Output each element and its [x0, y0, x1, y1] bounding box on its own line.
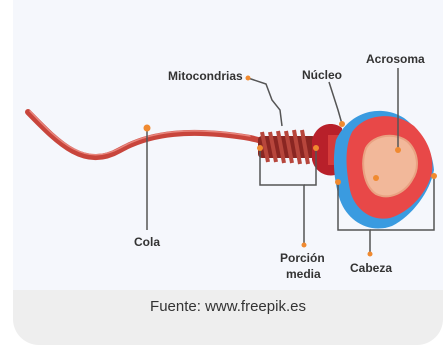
midpiece: [258, 130, 316, 164]
label-acrosoma: Acrosoma: [366, 52, 425, 66]
label-porcion: Porción: [280, 251, 325, 265]
label-mitocondrias: Mitocondrias: [168, 69, 243, 83]
tail: [28, 112, 262, 157]
label-cabeza: Cabeza: [350, 261, 392, 275]
label-nucleo: Núcleo: [302, 68, 342, 82]
label-media: media: [286, 267, 321, 281]
source-caption: Fuente: www.freepik.es: [13, 298, 443, 315]
label-cola: Cola: [134, 235, 160, 249]
